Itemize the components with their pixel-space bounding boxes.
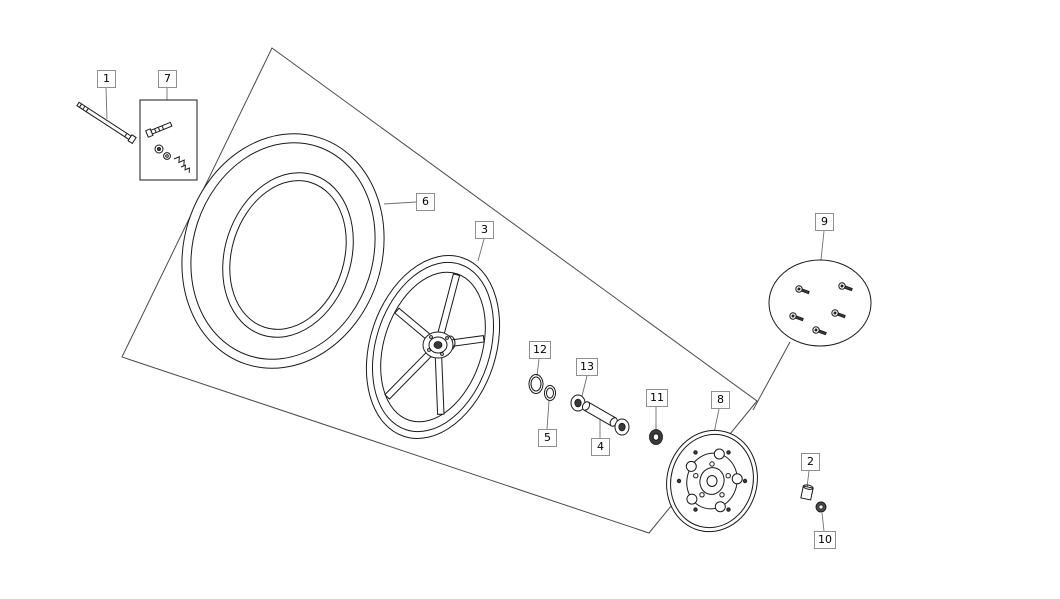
circlip-part — [544, 385, 556, 401]
callout-1[interactable]: 1 — [97, 70, 116, 88]
shim-ring-part — [528, 374, 544, 394]
bushing-part — [800, 484, 814, 501]
tire-part — [181, 133, 385, 369]
seal-part — [649, 429, 663, 445]
callout-3[interactable]: 3 — [475, 221, 494, 239]
axle-part — [76, 101, 137, 145]
frame-outline — [121, 47, 791, 534]
bolt-icon — [812, 326, 827, 336]
bolt-icon — [789, 312, 804, 322]
callout-7[interactable]: 7 — [158, 70, 177, 88]
callout-8[interactable]: 8 — [711, 391, 730, 409]
callout-6[interactable]: 6 — [416, 193, 435, 211]
bolt-icon — [831, 309, 846, 319]
callout-4[interactable]: 4 — [591, 438, 610, 456]
bearing-kit-part — [570, 394, 630, 436]
brake-disc-part — [666, 429, 758, 533]
callout-12[interactable]: 12 — [529, 341, 551, 359]
bolt-kit-circle — [768, 259, 872, 347]
callout-2[interactable]: 2 — [801, 453, 820, 471]
callout-13[interactable]: 13 — [576, 358, 598, 376]
leader-lines — [105, 87, 825, 532]
callout-5[interactable]: 5 — [538, 429, 557, 447]
nut-part — [815, 501, 827, 513]
wheel-rim-part — [365, 255, 501, 439]
callout-10[interactable]: 10 — [814, 531, 836, 549]
bolt-icon — [795, 285, 810, 295]
bolt-icon — [838, 282, 853, 292]
callout-11[interactable]: 11 — [646, 389, 668, 407]
callout-9[interactable]: 9 — [815, 213, 834, 231]
hardware-kit-box — [139, 99, 198, 181]
